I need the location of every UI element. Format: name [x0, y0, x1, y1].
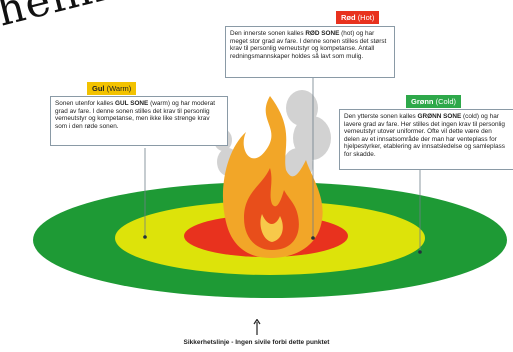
green-description-part: GRØNN SONE — [417, 113, 462, 120]
safety-line-caption: Sikkerhetslinje - Ingen sivile forbi det… — [183, 339, 330, 346]
green-zone-tag: Grønn (Cold) — [406, 95, 462, 108]
yellow-zone-name: Gul — [92, 84, 105, 93]
yellow-zone-english: (Warm) — [106, 84, 132, 93]
red-description-part: Den innerste sonen kalles — [230, 30, 306, 37]
red-connector-dot — [311, 236, 315, 240]
green-description-part: Den ytterste sonen kalles — [344, 113, 418, 120]
yellow-description-part: (warm) og har moderat grad av fare. I de… — [55, 100, 216, 130]
yellow-connector-dot — [143, 235, 147, 239]
green-zone-english: (Cold) — [435, 97, 457, 106]
yellow-description-part: GUL SONE — [115, 100, 149, 107]
green-description-part: (cold) og har lavere grad av fare. Her s… — [344, 113, 505, 158]
red-description-part: (hot) og har meget stor grad av fare. I … — [230, 30, 387, 60]
arrow-up-icon — [253, 319, 261, 335]
red-zone-name: Rød — [341, 13, 356, 22]
red-zone-english: (Hot) — [357, 13, 375, 22]
yellow-zone-tag: Gul (Warm) — [87, 82, 137, 95]
fire-icon — [222, 96, 323, 258]
green-zone-name: Grønn — [411, 97, 434, 106]
yellow-description-part: Sonen utenfor kalles — [55, 100, 116, 107]
red-description-part: RØD SONE — [305, 30, 340, 37]
red-zone-description: Den innerste sonen kalles RØD SONE (hot)… — [225, 26, 395, 78]
yellow-zone-description: Sonen utenfor kalles GUL SONE (warm) og … — [50, 96, 228, 146]
green-zone-description: Den ytterste sonen kalles GRØNN SONE (co… — [339, 109, 513, 170]
red-zone-tag: Rød (Hot) — [336, 11, 380, 24]
green-connector-dot — [418, 250, 422, 254]
